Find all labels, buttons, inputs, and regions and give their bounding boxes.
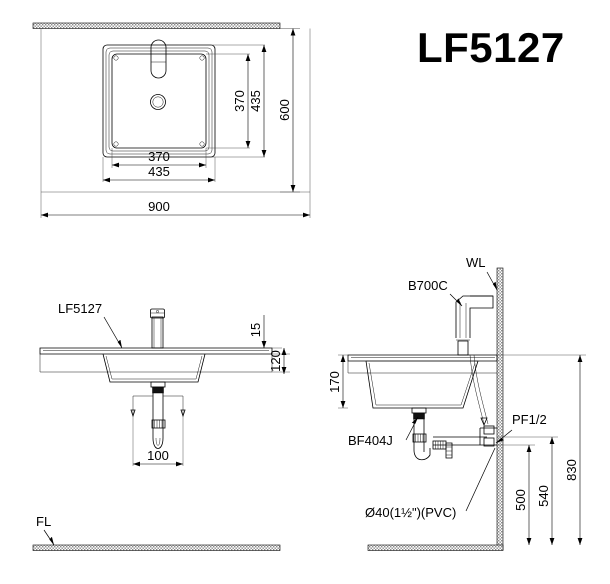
dim-label-900: 900 [148,199,170,214]
dim-side-basin-depth: 170 [327,354,348,409]
top-view: 370 435 900 370 435 600 [32,22,311,218]
dim-label-100: 100 [147,448,169,463]
dim-front-trap-spacing: 100 [132,416,184,467]
drain-hole-top [150,94,166,110]
faucet-top-outline [150,39,167,79]
dim-label-170: 170 [327,371,342,393]
basin-top-outline [102,44,216,158]
dim-top-counter-depth: 600 [277,28,300,193]
dim-label-370-v: 370 [232,90,247,112]
dim-label-435-h: 435 [148,164,170,179]
dim-top-inner-depth: 370 [232,54,251,148]
dim-label-15: 15 [248,323,263,337]
dim-top-outer-depth: 435 [248,45,267,157]
label-text-b700c: B700C [408,278,448,293]
dim-top-counter-width: 900 [41,199,310,218]
drain-trap-front [130,381,186,449]
label-text-pf12: PF1/2 [512,412,547,427]
label-text-pvc: Ø40(1½")(PVC) [365,505,456,520]
dim-label-600: 600 [277,99,292,121]
label-wl: WL [466,255,498,291]
label-bf404j: BF404J [348,416,419,448]
label-b700c: B700C [408,278,463,307]
dim-label-830: 830 [564,459,579,481]
wall-band-side [496,267,504,551]
dim-front-basin-depth: 120 [268,348,290,374]
label-pvc-waste: Ø40(1½")(PVC) [365,447,496,520]
label-text-bf404j: BF404J [348,433,393,448]
floor-line-side [367,544,504,551]
dim-label-120: 120 [268,350,283,372]
page-title: LF5127 [417,24,565,71]
label-text-fl: FL [36,514,51,529]
front-section-view: LF5127 15 120 100 FL [32,301,290,551]
dim-label-540: 540 [536,485,551,507]
dim-side-trap-outlet-height: 540 [497,436,558,545]
dim-label-435-v: 435 [248,90,263,112]
dim-label-370-h: 370 [148,149,170,164]
dim-top-inner-width: 370 [112,149,206,168]
faucet-front [150,308,165,349]
faucet-side [455,295,494,356]
top-view-wall-band [32,22,281,29]
counter-outline [40,28,311,218]
counter-slab-side [347,354,498,374]
dim-top-outer-width: 435 [103,164,215,183]
floor-line-front: FL [32,514,281,551]
label-pf12: PF1/2 [495,412,547,444]
dim-side-waste-height: 500 [497,444,535,545]
dim-front-rim-height: 15 [248,315,282,349]
label-text-wl: WL [466,255,486,270]
dim-label-500: 500 [513,489,528,511]
label-text-lf5127: LF5127 [58,301,102,316]
label-lf5127-front: LF5127 [58,301,123,349]
side-section-view: WL B700C [327,255,586,551]
dim-side-counter-height: 830 [497,354,586,545]
drain-trap-side [411,354,497,461]
